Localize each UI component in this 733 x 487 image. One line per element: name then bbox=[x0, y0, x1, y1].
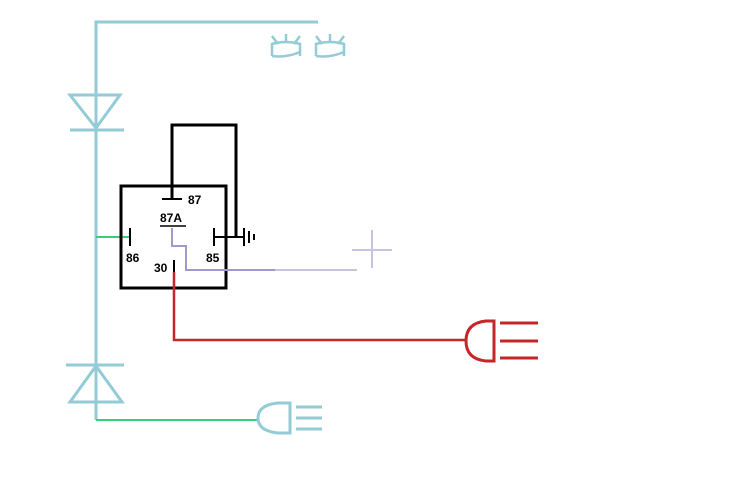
pin-30-wire bbox=[172, 272, 466, 342]
plus-terminal-icon bbox=[352, 230, 392, 268]
pin-87a-wire bbox=[171, 228, 275, 271]
pin-87a-label: 87A bbox=[160, 211, 182, 225]
top-headlight-wire bbox=[94, 20, 318, 238]
black-feed-wire bbox=[170, 123, 238, 237]
headlight-pair-icon bbox=[270, 34, 346, 58]
ground-icon bbox=[243, 228, 255, 246]
pin-87-label: 87 bbox=[188, 193, 202, 207]
diode-up-icon bbox=[66, 363, 125, 404]
diode-down-icon bbox=[66, 93, 124, 132]
green-trigger-wire bbox=[96, 236, 258, 421]
small-horn-icon bbox=[256, 401, 322, 435]
pin-30-label: 30 bbox=[154, 261, 168, 275]
pin-86-label: 86 bbox=[126, 251, 140, 265]
horn-plug-icon bbox=[464, 319, 538, 363]
pin-85-label: 85 bbox=[206, 251, 220, 265]
